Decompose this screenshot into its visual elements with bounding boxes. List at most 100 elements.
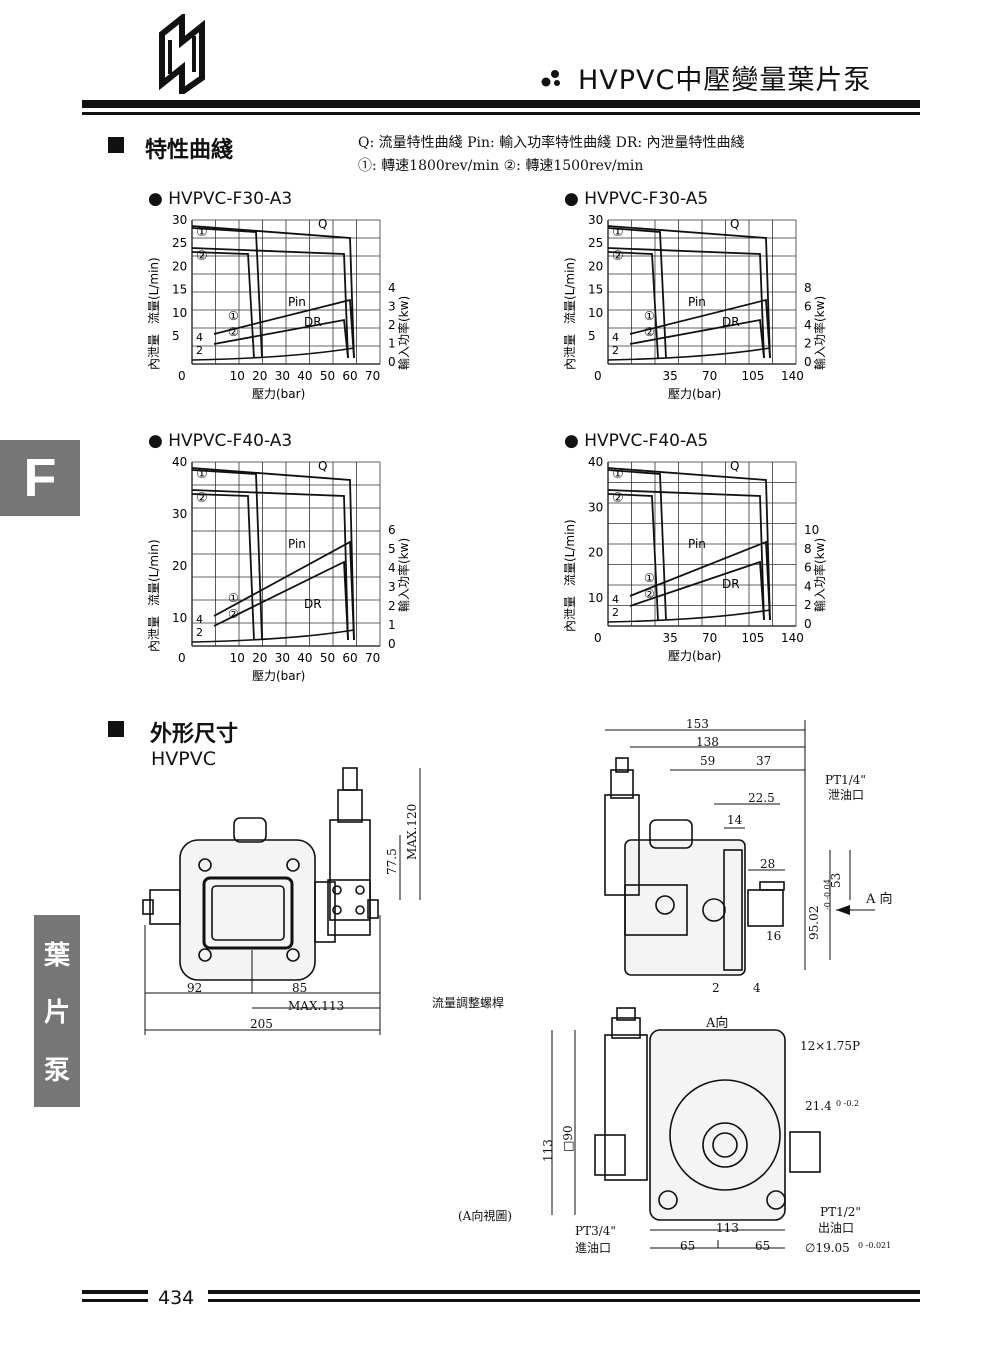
side-tab-char: 泵 [43, 1055, 70, 1086]
dim-label: 92 [187, 981, 202, 995]
y-tick-label: 10 [172, 611, 187, 625]
curve-pin-speed1 [213, 298, 355, 359]
chart-title-text: HVPVC-F40-A3 [168, 431, 293, 451]
footer-rule [208, 1290, 920, 1294]
y-axis-label-leak: 內泄量 [148, 334, 161, 370]
chart-title: ● HVPVC-F40-A5 [564, 431, 709, 451]
x-tick-label: 0 [178, 369, 186, 383]
page-number: 434 [158, 1287, 195, 1309]
curve-q-max [607, 467, 771, 621]
dim-label: MAX.120 [405, 804, 419, 860]
y-small-tick-label: 2 [196, 626, 203, 639]
speed-marker-1: ① [644, 309, 655, 323]
x-tick-label: 70 [365, 369, 380, 383]
y-small-tick-label: 4 [612, 331, 619, 344]
curve-pin-speed2 [629, 318, 765, 359]
section-title-dimensions: 外形尺寸 [150, 722, 239, 747]
dim-label: PT1/4" [825, 773, 866, 787]
y2-tick-label: 6 [804, 561, 812, 575]
x-tick-label: 0 [594, 369, 602, 383]
speed-marker-2: ② [196, 491, 208, 506]
y2-tick-label: 0 [388, 637, 396, 651]
speed-marker-1: ① [196, 467, 208, 482]
company-logo [159, 14, 205, 94]
y2-tick-label: 6 [388, 523, 396, 537]
section-title-curves: 特性曲綫 [145, 138, 234, 163]
dim-label: (A向視圖) [458, 1208, 512, 1223]
chart-title: ● HVPVC-F30-A5 [564, 189, 709, 209]
y-small-tick-label: 2 [612, 606, 619, 619]
y2-tick-label: 5 [388, 542, 396, 556]
y2-axis-label: 輸入功率(kw) [396, 538, 411, 612]
x-tick-label: 30 [275, 651, 290, 665]
dim-label: 138 [696, 735, 719, 749]
y-tick-label: 5 [588, 329, 596, 343]
x-tick-label: 105 [742, 369, 765, 383]
catalog-title: HVPVC中壓變量葉片泵 [578, 65, 872, 96]
speed-marker-2: ② [196, 249, 208, 264]
dim-label: 進油口 [575, 1241, 611, 1255]
y-tick-label: 40 [588, 455, 603, 469]
side-tab-char: 葉 [43, 941, 70, 972]
y-axis-label: 流量(L/min) [148, 257, 161, 324]
curve-label-dr: DR [304, 597, 322, 611]
dim-label: 4 [753, 981, 761, 995]
model-name: HVPVC [151, 748, 217, 770]
y-small-tick-label: 4 [196, 331, 203, 344]
curve-q-speed1 [191, 227, 263, 359]
footer-rule [82, 1290, 148, 1294]
dim-label: 14 [727, 813, 743, 827]
y-tick-label: 20 [588, 259, 603, 273]
y-tick-label: 30 [172, 213, 187, 227]
y-tick-label: 20 [172, 259, 187, 273]
curve-q-speed2 [607, 251, 659, 359]
y2-tick-label: 4 [804, 579, 812, 593]
dim-label: 泄油口 [828, 788, 864, 802]
dim-label: 0 -0.021 [858, 1241, 891, 1250]
chart-title-text: HVPVC-F30-A3 [168, 189, 293, 209]
curve-label-q: Q [318, 217, 327, 231]
section-bullet [108, 137, 124, 153]
y-axis-label: 流量(L/min) [148, 539, 161, 606]
x-tick-label: 35 [663, 369, 678, 383]
x-axis-label: 壓力(bar) [668, 649, 721, 663]
dim-label: PT1/2" [820, 1205, 861, 1219]
x-axis-label: 壓力(bar) [252, 387, 305, 401]
curve-dr [607, 347, 771, 361]
dim-label: 0 -0.2 [836, 1099, 859, 1108]
dim-label: MAX.113 [288, 999, 344, 1013]
dim-label: ∅19.05 [805, 1241, 850, 1255]
curve-q-max2 [191, 247, 349, 359]
y2-tick-label: 4 [388, 281, 396, 295]
curve-dr [191, 347, 355, 361]
y2-tick-label: 6 [804, 300, 812, 314]
y2-tick-label: 2 [804, 598, 812, 612]
y2-tick-label: 2 [388, 318, 396, 332]
x-tick-label: 40 [297, 651, 312, 665]
a-direction-view-drawing [594, 1007, 821, 1221]
dim-label: 2 [712, 981, 720, 995]
dim-label: 出油口 [818, 1221, 854, 1235]
x-tick-label: 0 [594, 631, 602, 645]
curve-label-dr: DR [304, 315, 322, 329]
dim-label: 85 [292, 981, 307, 995]
y-tick-label: 40 [172, 455, 187, 469]
dim-label: 65 [680, 1239, 695, 1253]
curve-label-pin: Pin [688, 295, 706, 309]
title-dots-icon [541, 70, 560, 87]
x-tick-label: 10 [230, 369, 245, 383]
dim-label: A向 [705, 1015, 728, 1031]
x-tick-label: 140 [781, 631, 804, 645]
dim-label: A 向 [865, 891, 893, 907]
header-rule-thin [82, 112, 920, 115]
y2-tick-label: 1 [388, 337, 396, 351]
footer-rule [208, 1299, 920, 1302]
speed-marker-2: ② [228, 325, 239, 339]
x-tick-label: 70 [365, 651, 380, 665]
x-tick-label: 0 [178, 651, 186, 665]
curve-label-dr: DR [722, 315, 740, 329]
dim-label: 113 [716, 1221, 739, 1235]
curve-q-speed1 [191, 469, 263, 641]
